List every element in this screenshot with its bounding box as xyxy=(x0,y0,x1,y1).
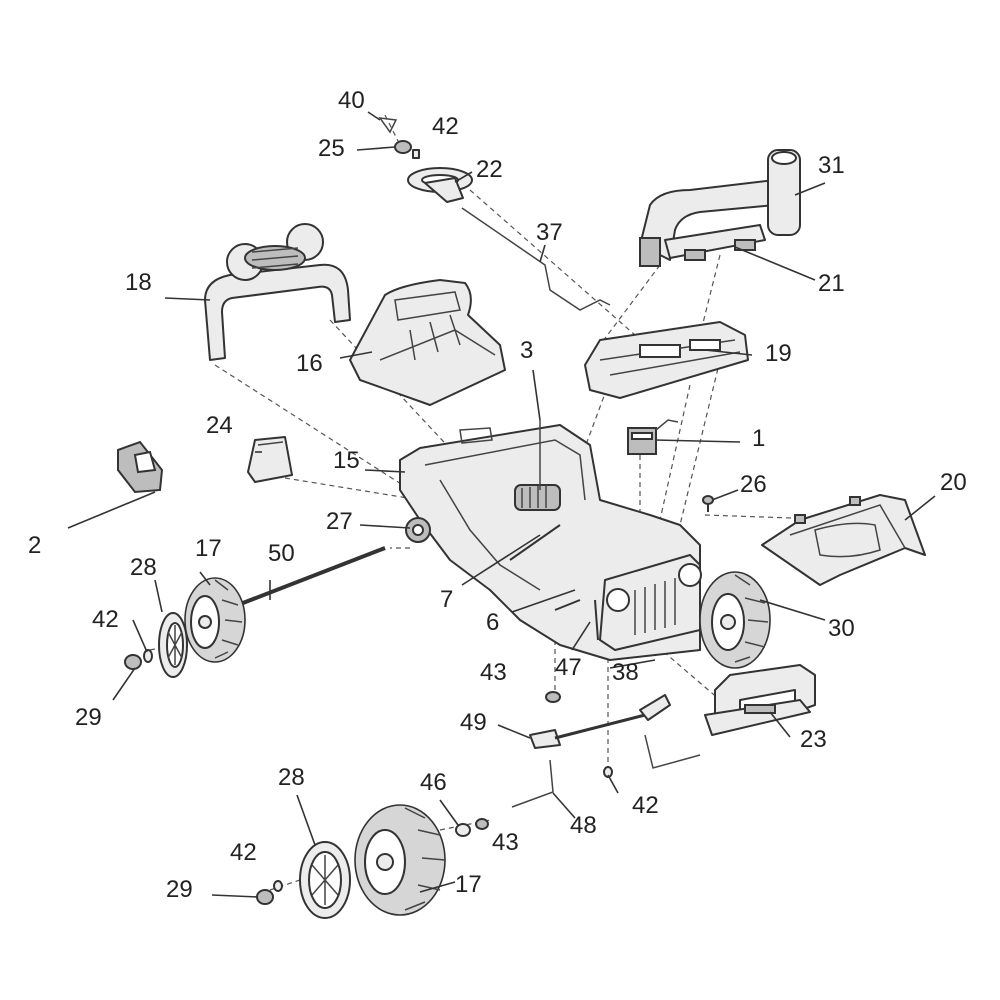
callout-42-middle: 42 xyxy=(632,792,659,819)
callout-26: 26 xyxy=(740,471,767,498)
side-part-2 xyxy=(117,440,164,494)
callout-labels: 1 2 3 6 7 15 16 17 17 18 19 20 21 22 23 … xyxy=(28,87,967,903)
rear-hubcap-part-28 xyxy=(158,612,188,678)
callout-2: 2 xyxy=(28,532,41,559)
nut-part-43-lower xyxy=(475,818,489,830)
front-hubcap-part-28 xyxy=(299,841,351,919)
front-wheel-part-17 xyxy=(354,804,446,916)
callout-1: 1 xyxy=(752,425,765,452)
callout-23: 23 xyxy=(800,726,827,753)
callout-24: 24 xyxy=(206,412,233,439)
grille-part-38 xyxy=(599,554,702,651)
callout-21: 21 xyxy=(818,270,845,297)
callout-46: 46 xyxy=(420,769,447,796)
callout-47: 47 xyxy=(555,654,582,681)
screw-part-40 xyxy=(378,117,398,134)
tie-rod-part-49 xyxy=(529,694,671,749)
callout-30: 30 xyxy=(828,615,855,642)
callout-16: 16 xyxy=(296,350,323,377)
callout-38: 38 xyxy=(612,659,639,686)
callout-22: 22 xyxy=(476,156,503,183)
bushing-part-46 xyxy=(455,823,471,837)
bracket-part-7 xyxy=(509,524,561,561)
seat-part-16 xyxy=(349,279,506,406)
cap-nut-part-29-rear xyxy=(124,654,142,670)
dashboard-part-19 xyxy=(584,321,749,399)
roll-bar-part-18 xyxy=(204,223,351,361)
steering-column-part-37 xyxy=(461,207,611,311)
key-part-48-right xyxy=(644,734,701,769)
nut-part-25 xyxy=(394,140,412,154)
callout-7: 7 xyxy=(440,586,453,613)
callout-43-upper: 43 xyxy=(480,659,507,686)
callout-50: 50 xyxy=(268,540,295,567)
callout-29-front: 29 xyxy=(166,876,193,903)
pin-part-47 xyxy=(594,599,599,641)
callout-27: 27 xyxy=(326,508,353,535)
steering-wheel-group xyxy=(378,117,473,203)
callout-3: 3 xyxy=(520,337,533,364)
callout-28-rear: 28 xyxy=(130,554,157,581)
callout-43-lower: 43 xyxy=(492,829,519,856)
callout-15: 15 xyxy=(333,447,360,474)
washer-part-42-middle xyxy=(603,766,613,778)
callout-20: 20 xyxy=(940,469,967,496)
washer-part-42-rear xyxy=(143,649,153,663)
cap-nut-part-29-lower xyxy=(256,889,274,905)
bracket-part-6 xyxy=(554,599,581,611)
battery-part-1 xyxy=(627,419,679,455)
gearbox-part-27 xyxy=(405,517,431,543)
callout-19: 19 xyxy=(765,340,792,367)
leader-lines xyxy=(67,111,936,898)
rear-axle-part-50 xyxy=(229,546,386,610)
windshield-bracket-part-21 xyxy=(664,224,766,261)
rear-wheel-part-17 xyxy=(184,577,246,663)
front-wheel-part-30 xyxy=(699,571,771,669)
callout-40: 40 xyxy=(338,87,365,114)
callout-17-rear: 17 xyxy=(195,535,222,562)
callout-28-front: 28 xyxy=(278,764,305,791)
windshield-frame-part-31 xyxy=(639,149,801,267)
callout-42-lower: 42 xyxy=(230,839,257,866)
callout-42-top: 42 xyxy=(432,113,459,140)
callout-29-rear: 29 xyxy=(75,704,102,731)
steering-wheel-part-22 xyxy=(407,167,473,203)
key-part-48-lower xyxy=(511,759,554,808)
hood-part-20 xyxy=(761,494,926,586)
callout-17-front: 17 xyxy=(455,871,482,898)
callout-42-rear: 42 xyxy=(92,606,119,633)
callout-37: 37 xyxy=(536,219,563,246)
callout-6: 6 xyxy=(486,609,499,636)
callout-18: 18 xyxy=(125,269,152,296)
washer-part-42-lower xyxy=(273,880,283,892)
trim-part-24 xyxy=(247,436,293,483)
washer-part-42-top xyxy=(412,149,420,159)
nut-part-43-upper xyxy=(545,691,561,703)
bolt-part-26 xyxy=(702,495,714,512)
bumper-part-23 xyxy=(704,664,816,736)
callout-31: 31 xyxy=(818,152,845,179)
callout-49: 49 xyxy=(460,709,487,736)
callout-48: 48 xyxy=(570,812,597,839)
callout-25: 25 xyxy=(318,135,345,162)
